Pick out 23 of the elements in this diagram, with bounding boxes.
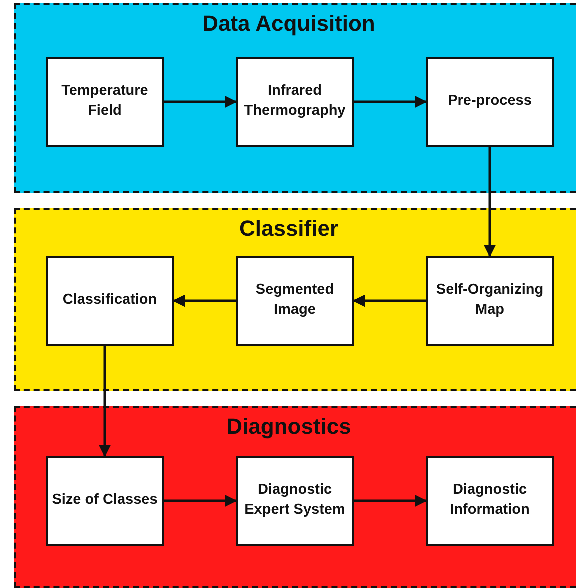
arrow — [484, 147, 496, 258]
process-box: Infrared Thermography — [236, 57, 354, 147]
arrow — [98, 346, 112, 458]
process-box: Self-Organizing Map — [426, 256, 554, 346]
process-box: Pre-process — [426, 57, 554, 147]
process-box: Temperature Field — [46, 57, 164, 147]
section-title: Data Acquisition — [202, 11, 376, 37]
process-box: Classification — [46, 256, 174, 346]
process-box: Diagnostic Expert System — [236, 456, 354, 546]
section-title: Classifier — [238, 216, 340, 242]
arrow — [354, 96, 428, 108]
arrow — [354, 494, 428, 508]
arrow — [352, 294, 426, 308]
section-title: Diagnostics — [226, 414, 352, 440]
arrow — [164, 494, 238, 508]
arrow — [172, 294, 236, 308]
process-box: Segmented Image — [236, 256, 354, 346]
process-box: Size of Classes — [46, 456, 164, 546]
section-panel — [14, 406, 576, 588]
section-panel — [14, 3, 576, 193]
section-panel — [14, 208, 576, 391]
process-box: Diagnostic Information — [426, 456, 554, 546]
arrow — [164, 96, 238, 108]
